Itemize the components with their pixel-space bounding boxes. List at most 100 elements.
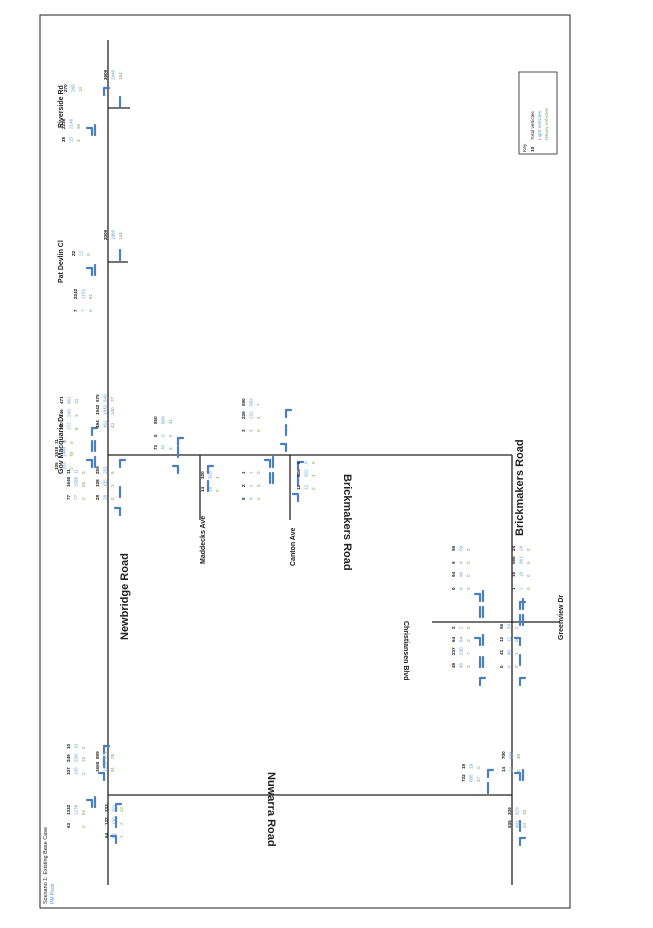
volume-can_b-1-total: 326	[296, 469, 301, 477]
volume-can_e-2-heavy: 7	[256, 403, 261, 406]
volume-grn-0-heavy: 0	[526, 587, 531, 590]
volume-nuw_n-1-total: 249	[66, 754, 71, 762]
volume-chr_m-1-heavy: 0	[466, 574, 471, 577]
volume-mad-1-heavy: 4	[215, 476, 220, 479]
volume-riv_w-0-total: 28	[61, 136, 66, 142]
turn-arrow-icon	[473, 633, 485, 647]
volume-nuw_e_t-0-heavy: 0	[81, 825, 86, 828]
volume-nuw_w-0-light: 62	[112, 832, 117, 838]
volume-chr_m-1-total: 94	[451, 571, 456, 577]
volume-gov_n-0-total: 105	[54, 462, 59, 470]
volume-gov_w2-0-light: 77	[74, 494, 79, 500]
volume-can_w-1-total: 2	[241, 484, 246, 487]
volume-riv_w-0-light: 25	[69, 136, 74, 142]
key-light-label: Light vehicles	[537, 110, 543, 140]
volume-gov_w2-0-heavy: 0	[81, 497, 86, 500]
turn-arrow-icon	[263, 455, 275, 469]
volume-mad-0-heavy: 0	[215, 489, 220, 492]
volume-gov_e-2-heavy: 27	[110, 396, 115, 402]
volume-gov_w-1-total: 108	[95, 479, 100, 487]
turn-arrow-icon	[478, 655, 485, 669]
volume-can_w-2-light: 1	[249, 471, 254, 474]
volume-chr_m-3-total: 59	[451, 545, 456, 551]
volume-nuw_e_t-1-light: 1278	[74, 804, 79, 815]
volume-gov_w-2-total: 259	[95, 466, 100, 474]
volume-gov_e-0-light: 451	[103, 420, 108, 428]
volume-chr_w-2-light: 64	[459, 636, 464, 642]
volume-can_w-0-total: 8	[241, 497, 246, 500]
volume-grn-3-light: 24	[519, 545, 524, 551]
volume-riv_n-0-light: 260	[71, 84, 76, 92]
volume-chr_s-3-heavy: 2	[514, 626, 519, 629]
volume-chr_w-1-light: 230	[459, 647, 464, 655]
volume-gov_ne-1-light: 243	[67, 409, 72, 417]
volume-can_w-0-heavy: 0	[256, 497, 261, 500]
volume-can_w-2-total: 1	[241, 471, 246, 474]
volume-gov_ne-2-heavy: 10	[74, 398, 79, 404]
volume-pat_n-0-heavy: 0	[86, 253, 91, 256]
volume-grn-3-heavy: 0	[526, 548, 531, 551]
volume-pat_w-1-total: 2242	[73, 288, 78, 299]
volume-pat_w-0-heavy: 0	[88, 309, 93, 312]
key-total-label: Total vehicles	[530, 111, 536, 140]
turn-arrow-icon	[85, 123, 97, 137]
road-name-nuwarra: Nuwarra Road	[265, 772, 277, 847]
volume-riv_w-0-heavy: 3	[76, 139, 81, 142]
volume-nuw_out-1-light: 871	[103, 751, 108, 759]
key-heavy-label: Heavy vehicles	[544, 107, 550, 140]
volume-mad-0-total: 14	[200, 486, 205, 492]
volume-chr_s-2-heavy: 0	[514, 639, 519, 642]
turn-arrow-icon	[171, 464, 180, 475]
volume-nuw_w-0-total: 64	[104, 832, 109, 838]
turn-arrow-icon	[279, 442, 288, 453]
volume-chr_w-3-light: 2	[459, 626, 464, 629]
turn-arrow-icon	[97, 771, 106, 782]
volume-chr_w-2-total: 64	[451, 636, 456, 642]
volume-gov_w2-1-total: 1640	[66, 476, 71, 487]
volume-can_e-0-light: 3	[249, 429, 254, 432]
volume-mad-1-light: 316	[208, 471, 213, 479]
volume-chr_s-1-heavy: 1	[514, 652, 519, 655]
volume-chr_s-3-total: 56	[499, 623, 504, 629]
volume-gov_e-1-total: 1942	[95, 404, 100, 415]
volume-nuw_sw-0-total: 535	[507, 820, 512, 828]
volume-gov_w2-2-heavy: 0	[81, 471, 86, 474]
legend-key: Key 10 Total vehicles Light vehicles Hea…	[518, 71, 558, 155]
volume-gov_e-0-heavy: 43	[110, 422, 115, 428]
turn-arrow-icon	[518, 676, 527, 687]
turn-arrow-icon	[85, 455, 97, 469]
volume-chr_s-3-light: 54	[507, 623, 512, 629]
volume-chr_w-0-light: 45	[459, 662, 464, 668]
volume-nuw_s-1-light: 19	[469, 763, 474, 769]
volume-nuw_n-2-total: 10	[66, 743, 71, 749]
turn-arrow-icon	[102, 86, 111, 97]
volume-gov_w2-1-heavy: 55	[81, 481, 86, 487]
turn-arrow-icon	[90, 426, 99, 437]
volume-gov_w2-1-light: 1585	[74, 476, 79, 487]
volume-riv_n-0-heavy: 10	[78, 86, 83, 92]
volume-nuw_s-1-total: 19	[461, 763, 466, 769]
volume-nuw_s-0-heavy: 47	[476, 776, 481, 782]
volume-riv_w-1-light: 2146	[69, 118, 74, 129]
turn-arrow-icon	[513, 768, 525, 782]
volume-chr_m-0-total: 0	[451, 587, 456, 590]
volume-can_e-1-total: 236	[241, 411, 246, 419]
volume-gov_ne-2-light: 461	[67, 396, 72, 404]
road-name-greenview: Greenview Dr	[558, 595, 565, 640]
volume-riv_e-0-heavy: 164	[118, 72, 123, 80]
volume-chr_s-1-light: 40	[507, 649, 512, 655]
volume-pat_e-0-total: 2009	[103, 229, 108, 240]
volume-gov_e-1-heavy: 100	[110, 407, 115, 415]
volume-nuw_se-0-light: 14	[509, 766, 514, 772]
volume-chr_m-2-total: 9	[451, 561, 456, 564]
volume-gov_e-0-total: 494	[95, 420, 100, 428]
volume-riv_e-0-total: 3009	[103, 69, 108, 80]
volume-nuw_se-0-heavy: 0	[516, 769, 521, 772]
turn-arrow-icon	[85, 795, 97, 809]
volume-nuw_s-0-total: 732	[461, 774, 466, 782]
volume-chr_s-2-total: 12	[499, 636, 504, 642]
volume-nuw_out-0-light: 1559	[103, 761, 108, 772]
volume-mad-1-total: 320	[200, 471, 205, 479]
